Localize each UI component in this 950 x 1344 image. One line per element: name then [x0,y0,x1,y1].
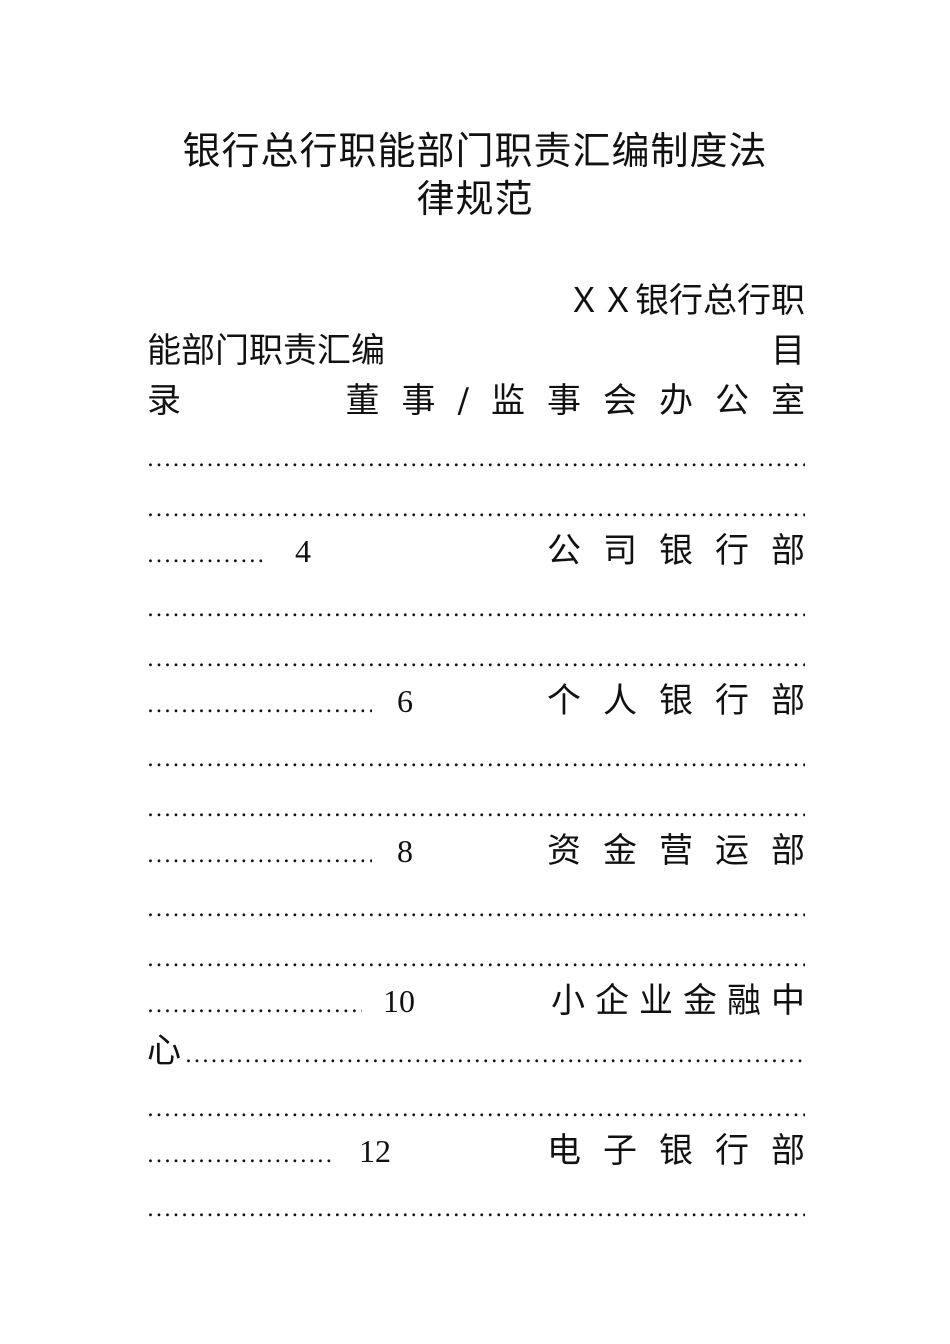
header-line-1: ＸＸ银行总行职 [147,276,805,326]
header-left-text: 能部门职责汇编 [147,331,385,371]
toc-entry-title: 公司银行部 [547,531,827,571]
toc-leader-line: ........................................… [147,780,805,830]
dot-leader: ........................................… [147,1143,335,1168]
toc-entry-title: 个人银行部 [547,681,827,721]
dot-leader: ........................................… [147,897,805,922]
document-title-line-1: 银行总行职能部门职责汇编制度法 [182,129,768,173]
toc-page-number: 12 [359,1133,391,1169]
document-title-line-2: 律规范 [416,177,534,221]
dot-leader: ........................................… [147,747,805,772]
toc-leader-line: ........................................… [147,730,805,780]
toc-row: ........................................… [147,976,805,1026]
header-line-3: 录 董事/监事会办公室 [147,376,805,426]
dot-leader: ........................................… [147,947,805,972]
dot-leader: ........................................… [147,647,805,672]
toc-entry-title-cont: 心 [147,1031,181,1071]
toc-page-number: 6 [397,683,413,719]
dot-leader: ........................................… [147,597,805,622]
header-line-2: 能部门职责汇编 目 [147,326,805,376]
toc-leader-line: ........................................… [147,480,805,530]
toc-page-number: 8 [397,833,413,869]
toc-row: ........................................… [147,1126,805,1176]
toc-leader-line: ........................................… [147,580,805,630]
toc-leader-line: ........................................… [147,630,805,680]
dot-leader: ........................................… [147,693,372,718]
toc-row: ........................................… [147,526,805,576]
toc-page-number: 4 [295,533,311,569]
toc-page-number: 10 [383,983,415,1019]
dot-leader: ........................................… [147,543,262,568]
toc-leader-line: ........................................… [147,1180,805,1230]
dot-leader: ........................................… [147,1097,805,1122]
toc-entry-title: 资金营运部 [547,831,827,871]
header-right-text: ＸＸ银行总行职 [567,281,805,321]
toc-entry-title: 小企业金融中 [551,981,815,1021]
dot-leader: ........................................… [147,797,805,822]
toc-row: ........................................… [147,676,805,726]
dot-leader: ........................................… [185,1043,805,1068]
toc-row: ........................................… [147,826,805,876]
dot-leader: ........................................… [147,843,372,868]
toc-entry-first: 董事/监事会办公室 [345,381,805,421]
toc-continuation-line: 心 ......................................… [147,1026,805,1076]
mulu-char-2: 录 [147,381,181,421]
toc-leader-line: ........................................… [147,430,805,480]
toc-leader-line: ........................................… [147,1080,805,1130]
mulu-char-1: 目 [771,331,805,371]
toc-leader-line: ........................................… [147,930,805,980]
dot-leader: ........................................… [147,497,805,522]
dot-leader: ........................................… [147,993,362,1018]
dot-leader: ........................................… [147,447,805,472]
toc-entry-title: 电子银行部 [547,1131,827,1171]
dot-leader: ........................................… [147,1197,805,1222]
toc-leader-line: ........................................… [147,880,805,930]
